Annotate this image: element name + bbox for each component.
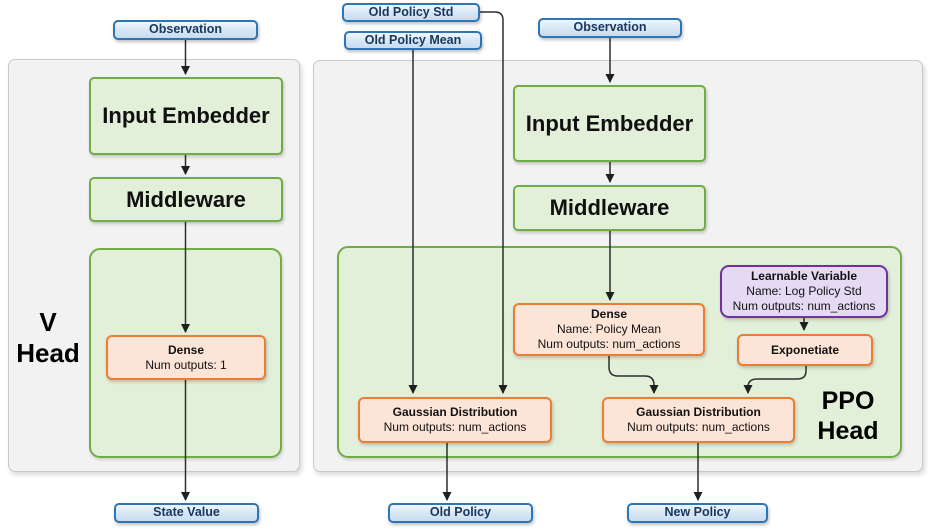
node-title: Gaussian Distribution — [636, 405, 761, 419]
v-head-label-line1: V — [39, 307, 57, 337]
v-head-label: V Head — [9, 307, 87, 369]
observation-label: Observation — [573, 20, 647, 35]
new-policy-label: New Policy — [664, 505, 731, 520]
node-title: Exponetiate — [770, 342, 839, 357]
input-embedder-node-left: Input Embedder — [89, 77, 283, 155]
ppo-head-label: PPO Head — [803, 386, 893, 446]
state-value-node: State Value — [114, 503, 259, 523]
ppo-head-label-line2: Head — [817, 417, 879, 445]
old-policy-node: Old Policy — [388, 503, 533, 523]
node-outputs: Num outputs: num_actions — [627, 420, 770, 434]
old-policy-mean-node: Old Policy Mean — [344, 31, 482, 50]
input-embedder-label: Input Embedder — [102, 103, 270, 129]
gaussian-distribution-node-old: Gaussian Distribution Num outputs: num_a… — [358, 397, 552, 443]
node-title: Dense — [167, 342, 205, 357]
node-name: Name: Policy Mean — [556, 322, 662, 336]
node-name: Name: Log Policy Std — [746, 284, 862, 298]
node-title: Dense — [590, 307, 628, 321]
middleware-node-left: Middleware — [89, 177, 283, 222]
observation-node-right: Observation — [538, 18, 682, 38]
new-policy-node: New Policy — [627, 503, 768, 523]
node-outputs: Num outputs: 1 — [145, 357, 227, 372]
input-embedder-label: Input Embedder — [525, 110, 694, 136]
middleware-label: Middleware — [126, 186, 246, 212]
v-head-label-line2: Head — [16, 338, 80, 369]
old-policy-label: Old Policy — [429, 505, 492, 520]
dense-node-v-head: Dense Num outputs: 1 — [106, 335, 266, 380]
dense-node-policy-mean: Dense Name: Policy Mean Num outputs: num… — [513, 303, 705, 356]
observation-node-left: Observation — [113, 20, 258, 40]
node-outputs: Num outputs: num_actions — [537, 337, 681, 351]
ppo-head-label-line1: PPO — [821, 387, 875, 415]
node-title: Learnable Variable — [750, 269, 858, 283]
old-policy-std-node: Old Policy Std — [342, 3, 480, 22]
gaussian-distribution-node-new: Gaussian Distribution Num outputs: num_a… — [602, 397, 795, 443]
node-outputs: Num outputs: num_actions — [383, 420, 527, 434]
learnable-variable-node: Learnable Variable Name: Log Policy Std … — [720, 265, 888, 318]
observation-label: Observation — [149, 22, 222, 37]
state-value-label: State Value — [153, 505, 220, 520]
old-policy-mean-label: Old Policy Mean — [364, 32, 462, 47]
node-outputs: Num outputs: num_actions — [732, 299, 876, 313]
middleware-label: Middleware — [549, 195, 670, 221]
exponetiate-node: Exponetiate — [737, 334, 873, 366]
input-embedder-node-right: Input Embedder — [513, 85, 706, 162]
middleware-node-right: Middleware — [513, 185, 706, 231]
old-policy-std-label: Old Policy Std — [368, 4, 454, 19]
node-title: Gaussian Distribution — [392, 405, 518, 419]
